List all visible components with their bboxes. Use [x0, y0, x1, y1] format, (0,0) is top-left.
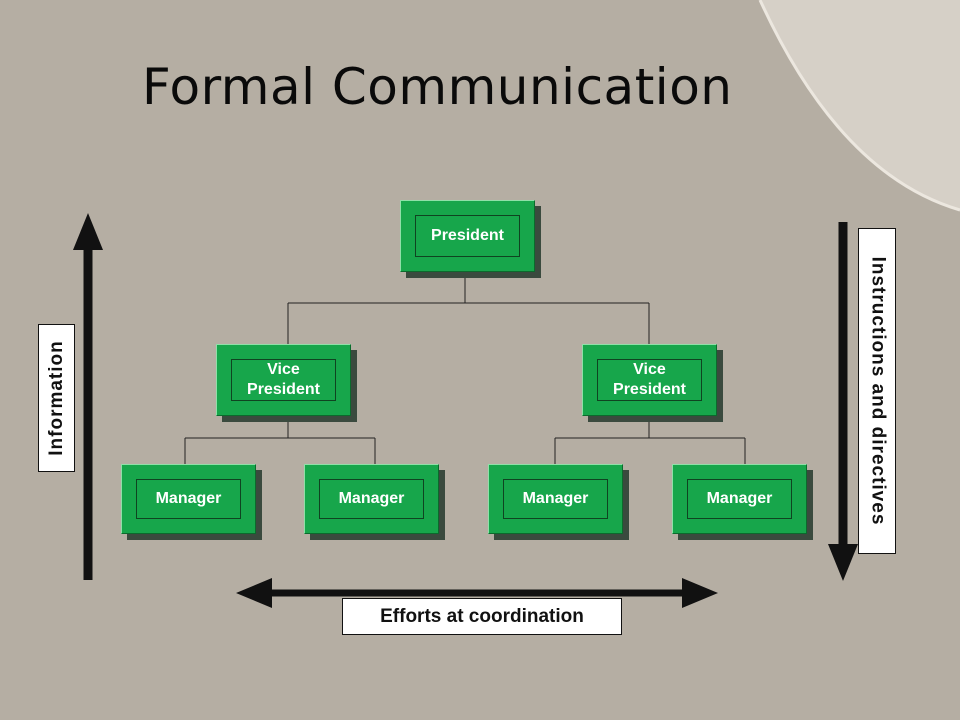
vice-president-label-2: Vice President: [597, 359, 702, 401]
information-label-box: Information: [38, 324, 75, 472]
manager-label-1: Manager: [136, 479, 241, 519]
vice-president-box-1: Vice President: [216, 344, 357, 422]
manager-label-3: Manager: [503, 479, 608, 519]
coordination-arrow: [236, 578, 718, 608]
manager-label-4: Manager: [687, 479, 792, 519]
manager-label-2: Manager: [319, 479, 424, 519]
slide-title: Formal Communication: [142, 58, 733, 116]
coordination-label: Efforts at coordination: [342, 598, 622, 635]
vice-president-box-2: Vice President: [582, 344, 723, 422]
instructions-label: Instructions and directives: [867, 256, 889, 526]
president-label: President: [415, 215, 520, 257]
president-box: President: [400, 200, 541, 278]
manager-box-1: Manager: [121, 464, 262, 540]
instructions-label-box: Instructions and directives: [858, 228, 896, 554]
information-label: Information: [45, 340, 67, 456]
vice-president-label-1: Vice President: [231, 359, 336, 401]
information-arrow: [73, 213, 103, 580]
manager-box-3: Manager: [488, 464, 629, 540]
corner-swoosh: [760, 0, 960, 210]
corner-swoosh-edge: [758, 0, 960, 212]
org-connectors: [184, 278, 746, 465]
manager-box-4: Manager: [672, 464, 813, 540]
instructions-arrow: [828, 222, 858, 581]
manager-box-2: Manager: [304, 464, 445, 540]
